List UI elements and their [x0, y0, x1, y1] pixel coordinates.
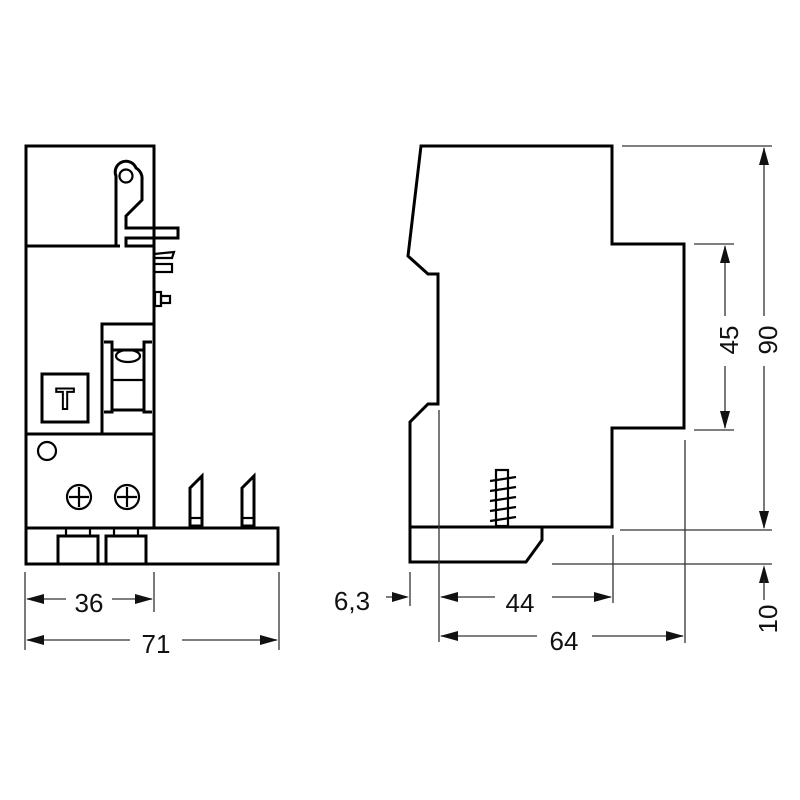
- side-tab-1: [153, 250, 176, 260]
- test-button: [40, 372, 90, 424]
- connection-pin-2: [240, 472, 256, 528]
- front-base-plate: [24, 526, 280, 566]
- front-view: T 36: [24, 144, 280, 659]
- dimension-label-90: 90: [753, 326, 783, 355]
- arrow-up-icon: [720, 245, 730, 263]
- arrow-right-icon: [135, 594, 153, 604]
- terminal-block-1-cap: [64, 526, 92, 538]
- front-body-outline: [24, 144, 156, 530]
- terminal-block-1: [56, 534, 100, 566]
- test-button-label: T: [56, 383, 74, 416]
- connection-pin-1: [188, 472, 204, 528]
- dimension-label-71: 71: [142, 629, 171, 659]
- indicator-lens-icon: [114, 348, 142, 364]
- arrow-down-icon: [759, 511, 769, 529]
- dimension-label-44: 44: [506, 588, 535, 618]
- terminal-screw-1-icon: [65, 483, 93, 511]
- side-base-clip: [408, 525, 544, 564]
- dimension-label-64: 64: [550, 626, 579, 656]
- dimension-label-6-3: 6,3: [334, 586, 370, 616]
- dimension-label-36: 36: [75, 588, 104, 618]
- lever-base: [124, 236, 156, 248]
- fixing-screw-icon: [489, 468, 517, 528]
- dimension-label-10: 10: [753, 605, 783, 634]
- status-led-icon: [36, 440, 58, 462]
- indicator-frame: [100, 322, 156, 436]
- side-body-profile: [406, 144, 686, 529]
- side-view: 6,3 44 64 45 90 10: [334, 144, 783, 656]
- arrow-down-icon: [720, 411, 730, 429]
- arrow-left-icon: [440, 592, 458, 602]
- terminal-block-2: [104, 534, 148, 566]
- terminal-screw-2-icon: [113, 483, 141, 511]
- arrow-right-icon: [594, 592, 612, 602]
- arrow-up-icon: [759, 565, 769, 583]
- arrow-right-icon: [666, 631, 684, 641]
- arrow-left-icon: [26, 594, 44, 604]
- dimension-label-45: 45: [714, 326, 744, 355]
- toggle-lever: [113, 159, 180, 246]
- lever-pivot-icon: [118, 168, 134, 184]
- terminal-block-2-cap: [112, 526, 140, 538]
- arrow-left-icon: [26, 635, 44, 645]
- side-tab-4: [159, 294, 172, 305]
- arrow-left-icon: [440, 631, 458, 641]
- arrow-up-icon: [759, 147, 769, 165]
- side-tab-2: [152, 262, 174, 274]
- arrow-right-icon: [260, 635, 278, 645]
- arrow-right-icon: [392, 592, 409, 602]
